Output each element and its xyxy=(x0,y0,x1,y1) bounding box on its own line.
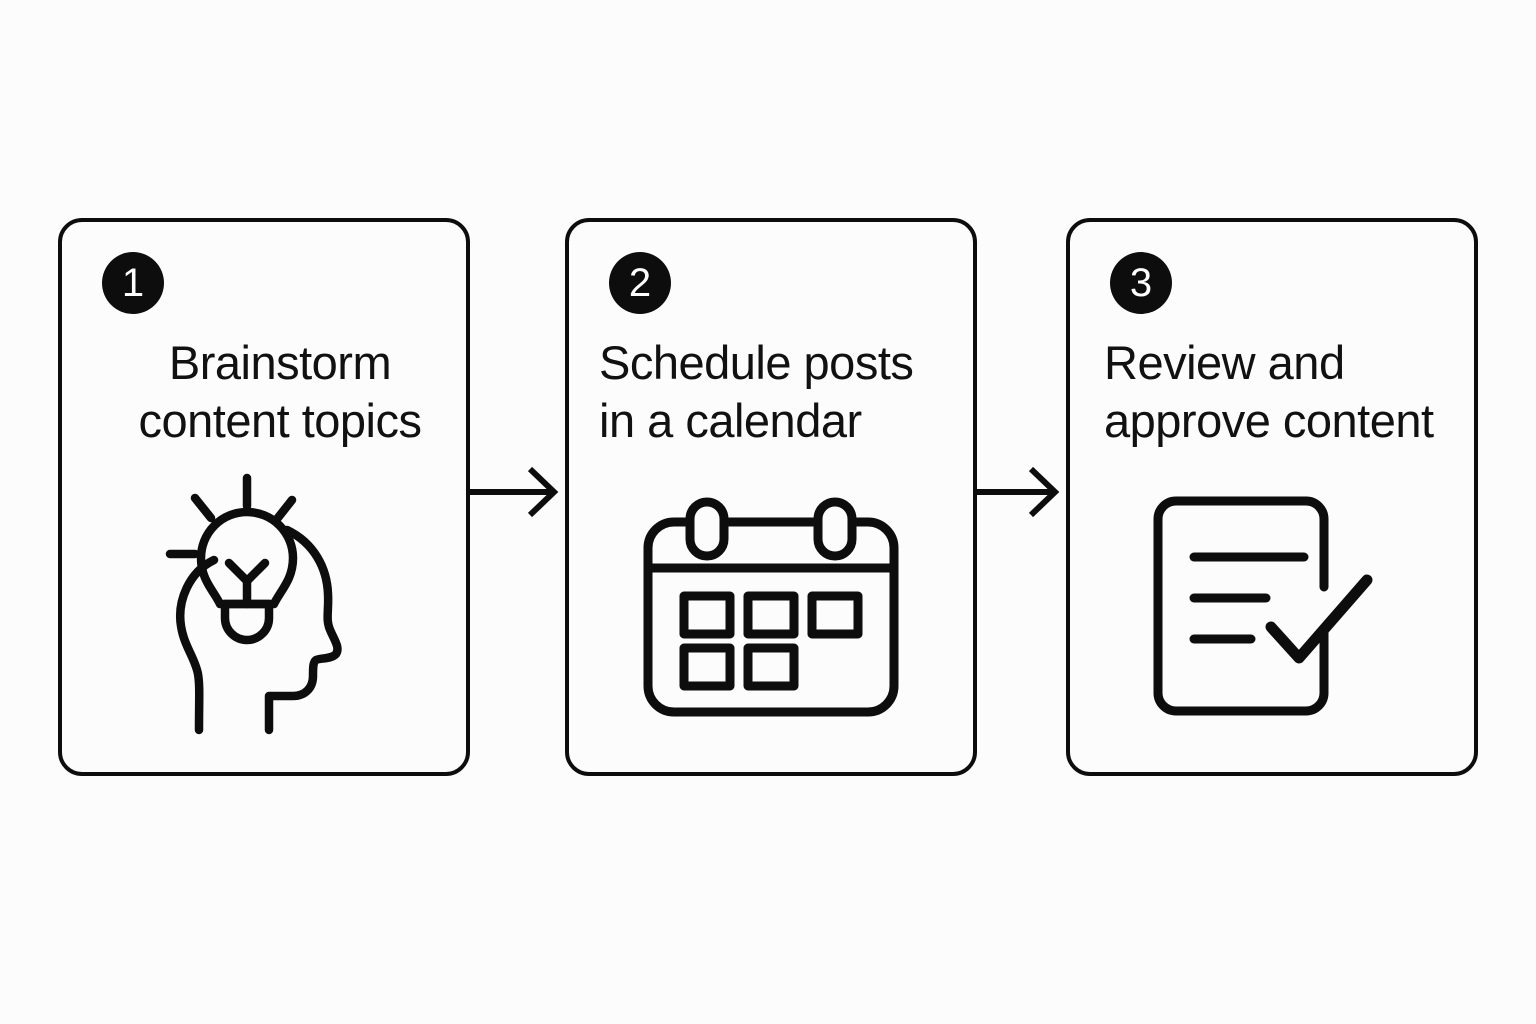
step-title-3: Review and approve content xyxy=(1104,336,1434,447)
document-check-icon xyxy=(1153,496,1373,716)
step-card-1[interactable]: 1 Brainstorm content topics xyxy=(58,218,470,776)
step-card-3[interactable]: 3 Review and approve content xyxy=(1066,218,1478,776)
step-number-badge-2: 2 xyxy=(609,252,671,314)
step-title-1: Brainstorm content topics xyxy=(138,336,422,447)
step-number-badge-1: 1 xyxy=(102,252,164,314)
step-icon-1-wrap xyxy=(62,468,466,736)
calendar-icon xyxy=(643,497,899,717)
step-icon-3-wrap xyxy=(1070,495,1474,720)
step-icon-2-wrap xyxy=(569,496,973,718)
head-lightbulb-icon xyxy=(165,473,342,735)
arrow-right-icon-1 xyxy=(470,466,559,518)
step-title-2: Schedule posts in a calendar xyxy=(599,336,914,447)
arrow-right-icon-2 xyxy=(973,466,1060,518)
step-card-2[interactable]: 2 Schedule posts in a calendar xyxy=(565,218,977,776)
step-number-badge-3: 3 xyxy=(1110,252,1172,314)
